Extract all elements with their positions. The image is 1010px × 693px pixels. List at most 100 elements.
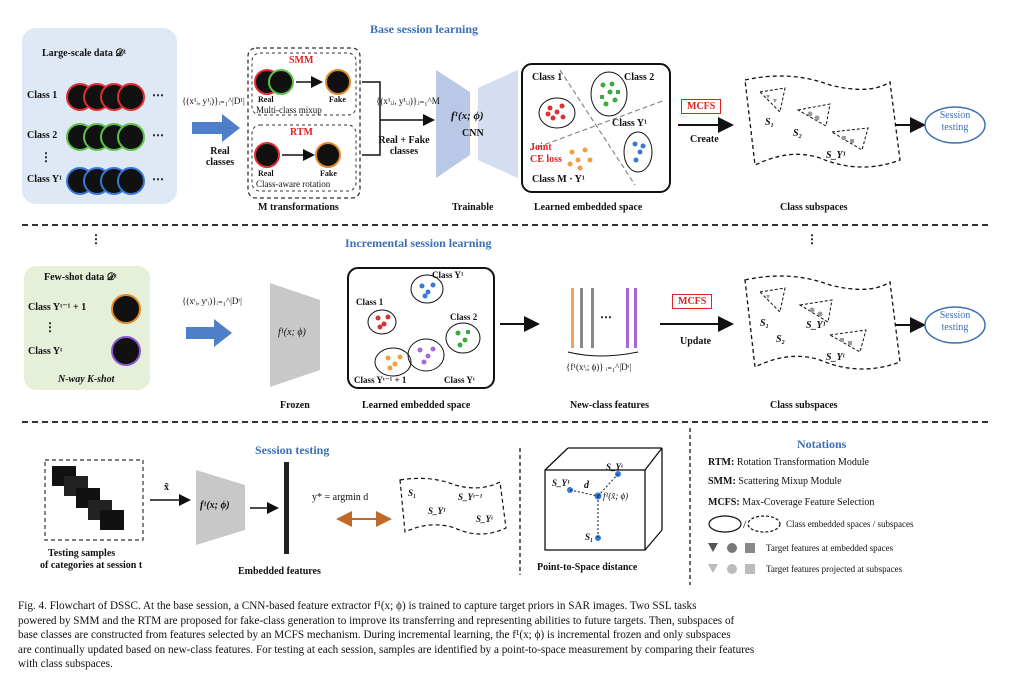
incr-sYt: S_Yᵗ (826, 352, 845, 363)
m-transformations: M transformations (258, 202, 339, 213)
base-mcfs: MCFS (681, 99, 722, 114)
few-shot-data-panel (24, 266, 150, 390)
of-categories-label: of categories at session t (40, 560, 143, 571)
test-sYt1: S_Yᵗ⁻¹ (458, 492, 483, 502)
rtm-real: Real (258, 169, 274, 178)
figure-caption: Fig. 4. Flowchart of DSSC. At the base s… (18, 599, 998, 672)
class1-samples (66, 83, 145, 111)
transformations-box (247, 47, 361, 199)
p2s-sYt: S_Yᵗ (606, 462, 623, 472)
incr-class-subspaces (744, 275, 901, 370)
notation-sym3: Target features projected at subspaces (766, 564, 903, 574)
incr-mcfs: MCFS (672, 294, 713, 309)
test-sYt: S_Yᵗ (476, 514, 493, 524)
incr-f1: f¹(x; ϕ) (278, 327, 306, 338)
caption-line-4: are continually updated based on new-cla… (18, 643, 755, 656)
x-tilde-label: x̃ (164, 482, 169, 493)
p2s-feature: f¹(x̃; ϕ) (603, 491, 629, 501)
p2s-label: Point-to-Space distance (537, 562, 638, 573)
class1-label: Class 1 (27, 90, 58, 101)
base-sY: S_Y¹ (826, 150, 846, 161)
notations-title: Notations (797, 437, 847, 451)
base-s1: S₁ (765, 117, 775, 128)
svg-text:/: / (743, 517, 747, 531)
classYt1-label: Class Yᵗ⁻¹ + 1 (28, 302, 87, 313)
caption-line-5: with class subspaces. (18, 658, 113, 671)
embedded-features-label: Embedded features (238, 566, 321, 577)
right-vdots: ⋮ (806, 232, 818, 246)
feature-dots: ⋯ (600, 310, 612, 324)
p2s-s1: S₁ (585, 532, 594, 542)
new-class-feature-set: {f¹(xᵗᵢ; ϕ)} ᵢ₌₁^|Dᵗ| (566, 362, 632, 372)
session-testing-title: Session testing (255, 443, 330, 457)
incr-s1: S₁ (760, 318, 770, 329)
frozen-cnn-shape (270, 283, 320, 387)
create-label: Create (690, 134, 719, 145)
caption-line-2: powered by SMM and the RTM are proposed … (18, 614, 735, 627)
nway-kshot: N-way K-shot (58, 374, 115, 385)
vdots: ⋮ (40, 150, 52, 164)
test-sY1: S_Y¹ (428, 506, 446, 516)
incr-emb-classY1: Class Y¹ (432, 270, 464, 280)
testing-samples-box (44, 459, 144, 541)
notation-smm: SMM: Scattering Mixup Module (708, 476, 842, 487)
incr-emb-classYt1: Class Yᵗ⁻¹ + 1 (354, 375, 407, 385)
real-classes-label: Real classes (205, 146, 235, 168)
class2-label: Class 2 (27, 130, 58, 141)
left-vdots: ⋮ (90, 232, 102, 246)
incr-emb-classYt: Class Yᵗ (444, 375, 475, 385)
point-to-space-cube (544, 447, 663, 551)
incr-learned-embedded: Learned embedded space (362, 400, 471, 411)
rtm-fake: Fake (320, 169, 337, 178)
mcfs-key: MCFS: (708, 497, 740, 508)
cnn-label: CNN (462, 128, 484, 139)
emb-classMY: Class M · Y¹ (532, 174, 585, 185)
emb-class2: Class 2 (624, 72, 655, 83)
joint-label: Joint (530, 142, 552, 153)
multi-class-mixup: Multi-class mixup (256, 105, 322, 115)
new-class-feature-bars (571, 288, 637, 348)
mcfs-val: Max-Coverage Feature Selection (742, 497, 875, 508)
class-aware-rotation: Class-aware rotation (256, 179, 331, 189)
incremental-session-title: Incremental session learning (345, 236, 492, 250)
caption-line-3: base classes are constructed from featur… (18, 629, 731, 642)
test-f1: f¹(x; ϕ) (200, 500, 230, 511)
update-label: Update (680, 336, 712, 347)
smm-val: Scattering Mixup Module (738, 476, 842, 487)
base-pair-set: {(x¹ᵢ, y¹ᵢ)}ᵢ₌₁^|D¹| (182, 96, 245, 106)
trainable-label: Trainable (452, 202, 494, 213)
classY-label: Class Y¹ (27, 174, 63, 185)
few-shot-data-label: Few-shot data 𝒟ᵗ (44, 272, 117, 283)
smm-real: Real (258, 95, 274, 104)
base-session-testing: Session testing (939, 110, 971, 133)
dots-2: ⋯ (152, 128, 164, 142)
notation-sym2: Target features at embedded spaces (766, 543, 894, 553)
notation-sym1: Class embedded spaces / subspaces (786, 519, 914, 529)
incr-pair-set: {(xᵗᵢ, yᵗᵢ)}ᵢ₌₁^|Dᵗ| (182, 296, 242, 306)
smm-key: SMM: (708, 476, 736, 487)
emb-class1: Class 1 (532, 72, 563, 83)
rtm-val: Rotation Transformation Module (736, 457, 870, 468)
incr-class-subspaces-label: Class subspaces (770, 400, 838, 411)
ce-loss-label: CE loss (530, 154, 562, 165)
base-embedded-space (521, 63, 671, 193)
classY-samples (66, 167, 145, 195)
trainable-cnn-shape (436, 70, 470, 178)
emb-classY: Class Y¹ (612, 118, 648, 129)
base-f1: f¹(x; ϕ) (451, 110, 484, 122)
incr-session-testing: Session testing (939, 310, 971, 333)
dots-3: ⋯ (152, 172, 164, 186)
base-class-subspaces-label: Class subspaces (780, 202, 848, 213)
p2s-d: d (584, 480, 589, 491)
base-pair-ij: {(x¹ᵢⱼ, y¹ᵢⱼ)}ⱼ₌₁^M (376, 96, 440, 106)
base-s2: S₂ (793, 128, 803, 139)
incr-sY1: S_Y¹ (806, 320, 826, 331)
incr-embedded-space (347, 267, 495, 389)
notation-mcfs: MCFS: Max-Coverage Feature Selection (708, 497, 874, 508)
test-s1: S₁ (408, 488, 417, 498)
new-class-features-label: New-class features (570, 400, 649, 411)
p2s-sY1: S_Y¹ (552, 478, 570, 488)
caption-line-1: Fig. 4. Flowchart of DSSC. At the base s… (18, 600, 697, 612)
incr-s2: S₂ (776, 334, 786, 345)
